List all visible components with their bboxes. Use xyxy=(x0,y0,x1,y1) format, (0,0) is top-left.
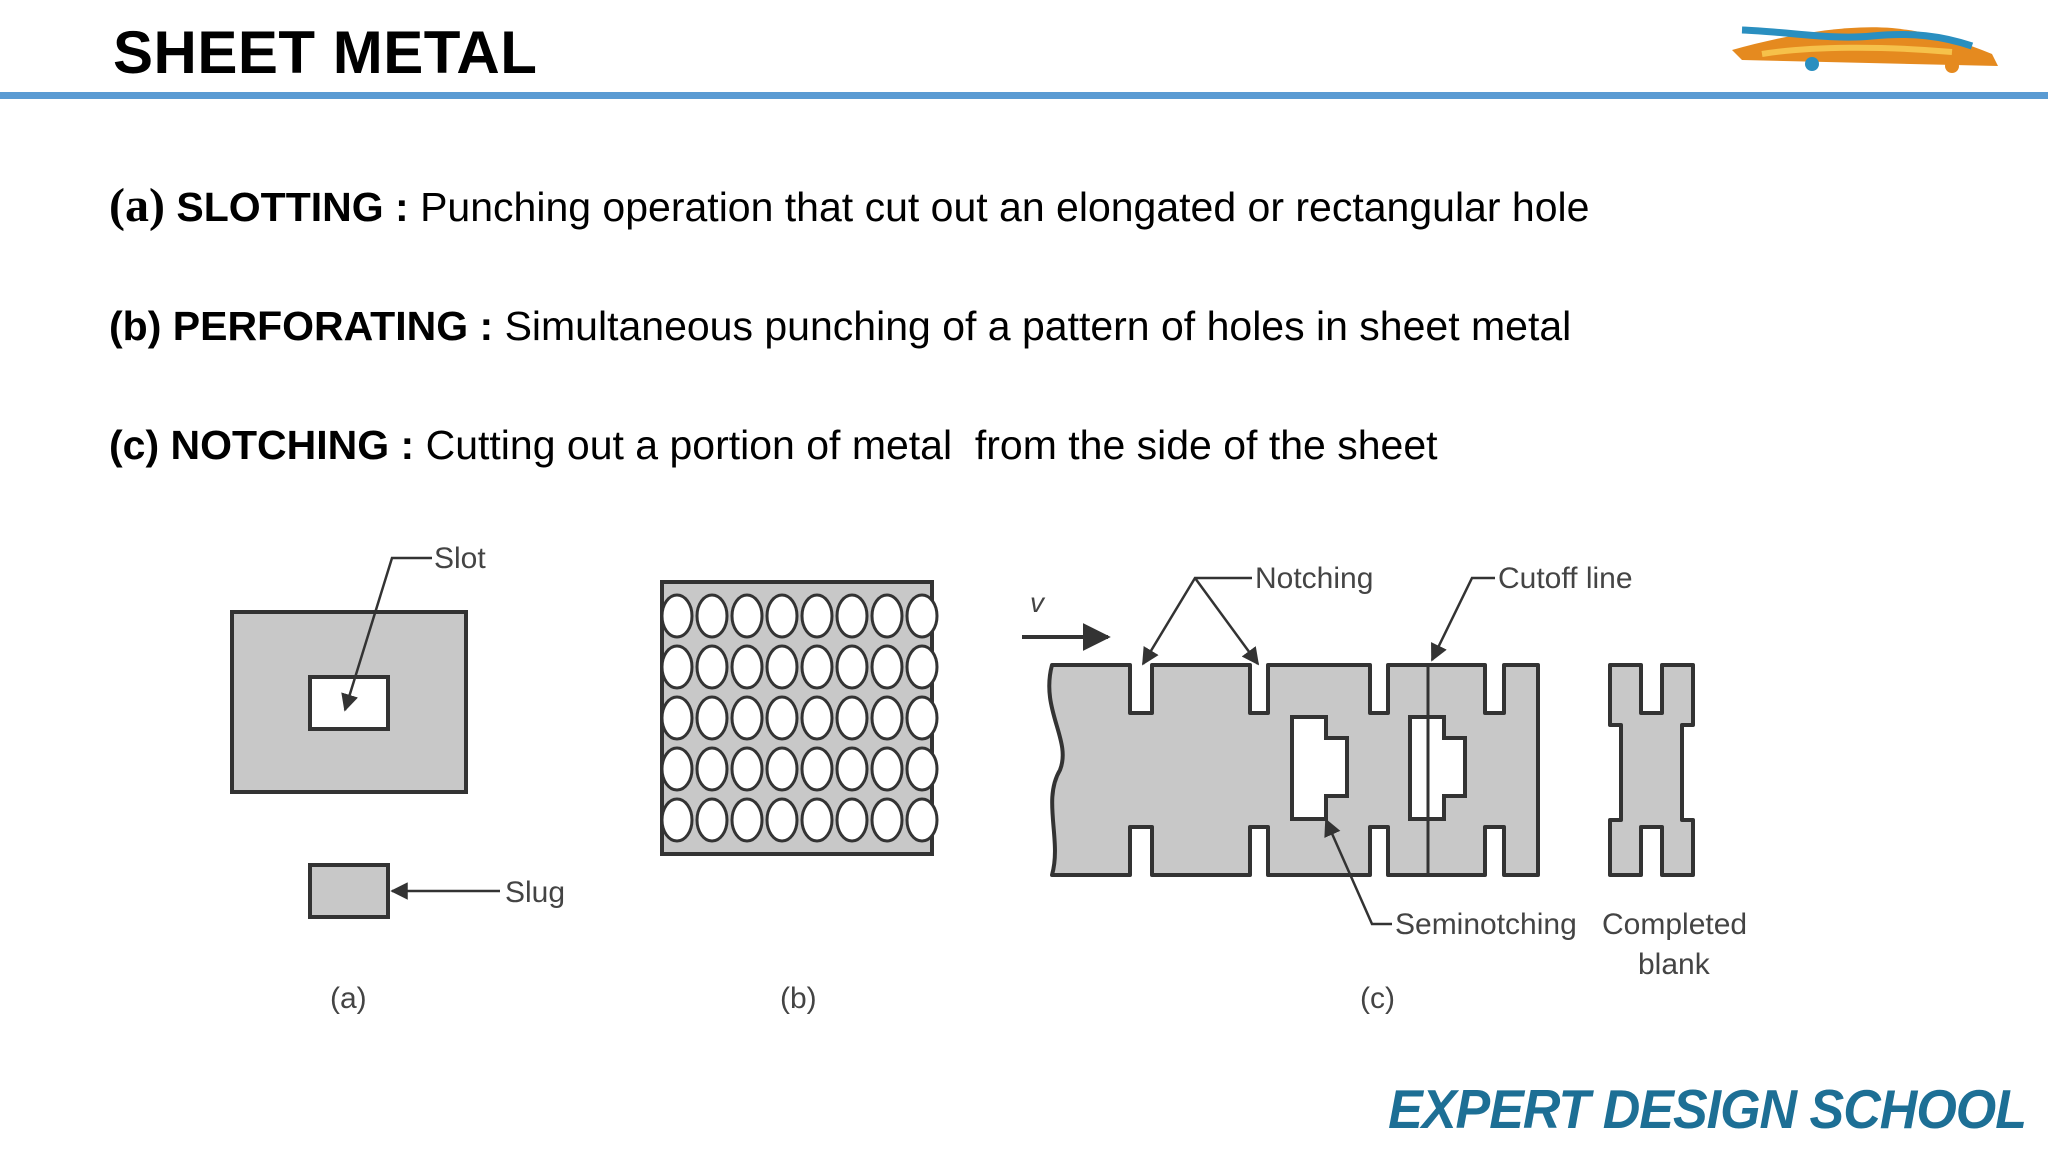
point-term: PERFORATING : xyxy=(172,303,494,349)
perforation-hole xyxy=(660,695,694,741)
label-slug: Slug xyxy=(505,876,565,909)
point-tag: (a) xyxy=(109,179,165,232)
seminotch-cutout-1 xyxy=(1290,715,1349,821)
caption-b: (b) xyxy=(780,982,817,1015)
caption-c: (c) xyxy=(1360,982,1395,1015)
label-slot: Slot xyxy=(434,542,486,575)
label-cutoff-line: Cutoff line xyxy=(1498,562,1633,595)
perforation-hole xyxy=(765,746,799,792)
point-description: Punching operation that cut out an elong… xyxy=(408,184,1590,230)
perforation-hole xyxy=(800,746,834,792)
perforating-diagram: (b) xyxy=(660,580,939,1015)
perforation-hole xyxy=(765,593,799,639)
point-term: NOTCHING : xyxy=(170,422,415,468)
perforation-hole xyxy=(765,797,799,843)
seminotch-cutout-2 xyxy=(1408,715,1467,821)
slot-hole xyxy=(308,675,390,731)
perforation-hole xyxy=(870,746,904,792)
perforation-hole xyxy=(695,695,729,741)
perforation-hole xyxy=(870,695,904,741)
perforation-hole xyxy=(695,593,729,639)
label-notching: Notching xyxy=(1255,562,1373,595)
perforation-hole xyxy=(835,746,869,792)
slotting-diagram: Slot Slug (a) xyxy=(230,542,565,1015)
perforation-hole xyxy=(765,695,799,741)
perforation-hole xyxy=(730,695,764,741)
perforation-hole xyxy=(765,644,799,690)
label-velocity: v xyxy=(1030,587,1046,618)
perforation-holes xyxy=(660,593,939,843)
slug-piece xyxy=(308,863,390,919)
perforation-hole xyxy=(730,797,764,843)
perforation-hole xyxy=(800,695,834,741)
perforation-hole xyxy=(660,593,694,639)
cutoff-leader xyxy=(1430,576,1495,662)
caption-a: (a) xyxy=(330,982,367,1015)
perforation-hole xyxy=(730,644,764,690)
point-description: Simultaneous punching of a pattern of ho… xyxy=(493,303,1572,349)
label-blank: blank xyxy=(1638,948,1711,981)
perforation-hole xyxy=(905,695,939,741)
perforation-hole xyxy=(835,593,869,639)
definition-notching: (c) NOTCHING : Cutting out a portion of … xyxy=(109,422,1438,469)
point-tag: (c) xyxy=(109,422,160,468)
perforation-hole xyxy=(870,797,904,843)
notching-leader-left xyxy=(1141,576,1252,666)
perforation-hole xyxy=(660,797,694,843)
perforation-hole xyxy=(905,746,939,792)
perforation-hole xyxy=(870,644,904,690)
perforation-hole xyxy=(695,746,729,792)
perforation-hole xyxy=(800,797,834,843)
perforation-hole xyxy=(660,644,694,690)
perforation-hole xyxy=(835,797,869,843)
completed-blank xyxy=(1608,663,1695,877)
perforation-hole xyxy=(905,644,939,690)
point-term: SLOTTING : xyxy=(176,184,409,230)
perforation-hole xyxy=(800,593,834,639)
perforation-hole xyxy=(800,644,834,690)
notching-leader-right xyxy=(1193,577,1260,666)
perforation-hole xyxy=(905,797,939,843)
label-completed: Completed xyxy=(1602,908,1747,941)
perforation-hole xyxy=(835,695,869,741)
definition-slotting: (a) SLOTTING : Punching operation that c… xyxy=(109,178,1589,233)
perforation-hole xyxy=(730,593,764,639)
point-description: Cutting out a portion of metal from the … xyxy=(414,422,1438,468)
point-tag: (b) xyxy=(109,303,162,349)
slot-leader-line xyxy=(341,556,432,712)
label-seminotching: Seminotching xyxy=(1395,908,1577,941)
perforation-hole xyxy=(695,644,729,690)
brand-wordmark: EXPERT DESIGN SCHOOL xyxy=(1388,1079,2027,1141)
perforation-hole xyxy=(730,746,764,792)
slide-title: SHEET METAL xyxy=(113,19,538,86)
seminotching-leader xyxy=(1324,818,1392,926)
notching-diagram: v Notching Cutoff line Seminotching Comp… xyxy=(1022,562,1747,1015)
sheet-metal-diagram: Slot Slug (a) (b) v Notching Cutoff line… xyxy=(230,542,1747,1015)
perforation-hole xyxy=(905,593,939,639)
perforation-hole xyxy=(695,797,729,843)
title-divider xyxy=(0,92,2048,99)
perforation-hole xyxy=(835,644,869,690)
perforation-hole xyxy=(870,593,904,639)
perforation-hole xyxy=(660,746,694,792)
car-logo-icon xyxy=(1732,26,1998,73)
definition-perforating: (b) PERFORATING : Simultaneous punching … xyxy=(109,303,1571,350)
